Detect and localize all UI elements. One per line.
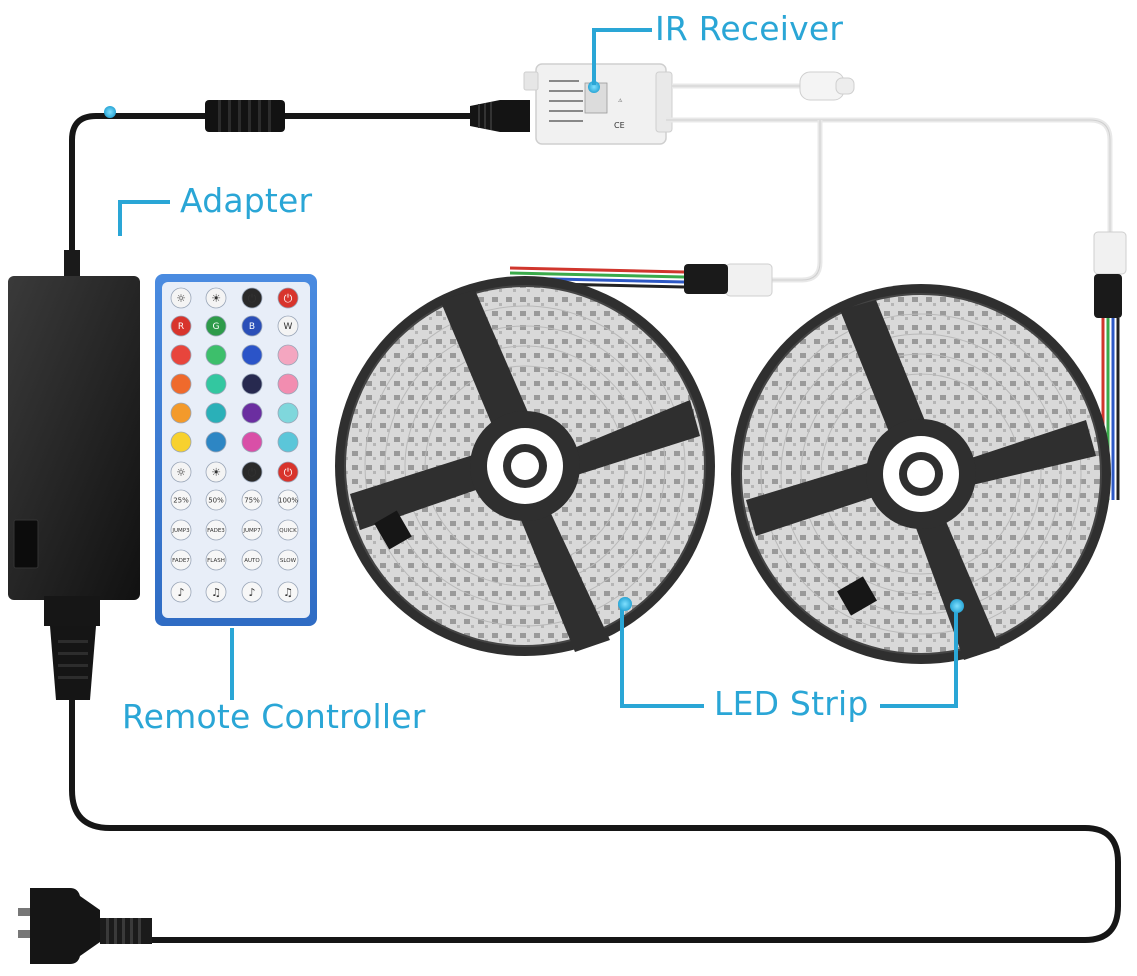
remote-brightness-button[interactable] — [205, 489, 227, 511]
remote-mode-label: QUICK — [279, 528, 297, 534]
remote-r-label: R — [178, 322, 184, 332]
remote-mode-button[interactable] — [277, 549, 299, 571]
remote-g-button[interactable] — [205, 315, 227, 337]
remote-b-label: B — [249, 322, 255, 332]
controller-box: ⚠ CE — [523, 63, 673, 145]
power-icon: ⏻ — [284, 466, 293, 479]
remote-color-button[interactable] — [170, 431, 192, 453]
remote-b-button[interactable] — [241, 315, 263, 337]
music-2-icon: ♫ — [211, 586, 221, 599]
remote-color-button[interactable] — [205, 402, 227, 424]
remote-brightness-label: 75% — [244, 496, 260, 504]
remote-mode-button[interactable] — [241, 549, 263, 571]
remote-music-3-button[interactable] — [241, 581, 263, 603]
remote-music-2-button[interactable] — [205, 581, 227, 603]
remote-mode-button[interactable] — [241, 519, 263, 541]
remote-color-button[interactable] — [170, 402, 192, 424]
remote-controller-label: Remote Controller — [122, 697, 426, 736]
remote-bright-down-button[interactable] — [205, 287, 227, 309]
remote-w-label: W — [284, 322, 293, 332]
remote-color-button[interactable] — [205, 344, 227, 366]
remote-bright-up-button[interactable] — [170, 287, 192, 309]
power-cable — [69, 690, 1121, 943]
remote-white-power-button[interactable] — [277, 461, 299, 483]
remote-color-button[interactable] — [241, 344, 263, 366]
bright-down-icon: ☀ — [211, 292, 221, 305]
remote-color-button[interactable] — [277, 344, 299, 366]
remote-white-bright-up-button[interactable] — [170, 461, 192, 483]
remote-color-button[interactable] — [170, 373, 192, 395]
remote-brightness-label: 100% — [278, 496, 298, 504]
remote-white-pause-button[interactable] — [241, 461, 263, 483]
remote-brightness-button[interactable] — [241, 489, 263, 511]
remote-g-label: G — [213, 322, 220, 332]
adapter-brick — [8, 250, 140, 700]
remote-mode-button[interactable] — [170, 549, 192, 571]
remote-color-button[interactable] — [241, 402, 263, 424]
remote-mode-label: FADE3 — [207, 528, 225, 534]
remote-brightness-button[interactable] — [170, 489, 192, 511]
remote-color-button[interactable] — [205, 431, 227, 453]
led-reel-left — [335, 276, 715, 656]
svg-text:⚠: ⚠ — [618, 98, 623, 104]
dc-cable — [69, 113, 470, 258]
remote-mode-label: SLOW — [280, 558, 297, 564]
music-4-icon: ♫ — [283, 586, 293, 599]
callout-dots — [104, 106, 964, 613]
left-strip-connector — [509, 263, 773, 297]
music-1-icon: ♪ — [177, 586, 184, 599]
led-strip-label: LED Strip — [714, 684, 869, 723]
remote-color-button[interactable] — [277, 402, 299, 424]
remote-color-button[interactable] — [277, 373, 299, 395]
remote-brightness-button[interactable] — [277, 489, 299, 511]
bright-up-icon: ☼ — [176, 292, 186, 305]
remote-mode-label: JUMP7 — [242, 528, 261, 534]
music-3-icon: ♪ — [248, 586, 255, 599]
remote-w-button[interactable] — [277, 315, 299, 337]
ir-receiver-label: IR Receiver — [655, 9, 844, 48]
remote-mode-label: FLASH — [207, 558, 225, 564]
remote-color-button[interactable] — [241, 373, 263, 395]
us-plug — [18, 888, 152, 964]
remote-color-button[interactable] — [241, 431, 263, 453]
power-icon: ⏻ — [284, 292, 293, 305]
remote-power-button[interactable] — [277, 287, 299, 309]
remote-controller: ☼ ☀ ⏻ ⏻ R G B W ☼ ☀ ⏻ ⏻ 25% 50% 75% 100% JUMP3 FADE3 JUMP7… — [155, 274, 317, 626]
remote-mode-label: AUTO — [244, 558, 260, 564]
remote-brightness-label: 25% — [173, 496, 189, 504]
remote-mode-label: FADE7 — [172, 558, 190, 564]
aux-connector — [799, 71, 855, 101]
remote-mode-button[interactable] — [205, 519, 227, 541]
remote-r-button[interactable] — [170, 315, 192, 337]
output-cables — [666, 83, 1113, 283]
remote-mode-button[interactable] — [170, 519, 192, 541]
svg-text:CE: CE — [614, 121, 625, 130]
remote-button-grid: ☼ ☀ ⏻ ⏻ R G B W ☼ ☀ ⏻ ⏻ 25% 50% 75% 100% JUMP3 FADE3 JUMP7… — [170, 287, 299, 603]
remote-white-bright-down-button[interactable] — [205, 461, 227, 483]
remote-music-1-button[interactable] — [170, 581, 192, 603]
adapter-label: Adapter — [180, 181, 313, 220]
remote-mode-button[interactable] — [205, 549, 227, 571]
remote-mode-button[interactable] — [277, 519, 299, 541]
remote-music-4-button[interactable] — [277, 581, 299, 603]
remote-color-button[interactable] — [277, 431, 299, 453]
remote-pause-button[interactable] — [241, 287, 263, 309]
remote-color-button[interactable] — [205, 373, 227, 395]
pause-icon: ⏻ — [248, 466, 257, 479]
remote-color-button[interactable] — [170, 344, 192, 366]
dc-barrel-plug — [470, 100, 530, 132]
callout-lines — [118, 28, 958, 708]
ir-sensor — [588, 81, 600, 93]
ferrite-bead — [205, 100, 285, 132]
led-reel-right — [731, 284, 1111, 664]
remote-mode-label: JUMP3 — [171, 528, 190, 534]
remote-brightness-label: 50% — [208, 496, 224, 504]
bright-up-icon: ☼ — [176, 466, 186, 479]
bright-down-icon: ☀ — [211, 466, 221, 479]
pause-icon: ⏻ — [248, 292, 257, 305]
